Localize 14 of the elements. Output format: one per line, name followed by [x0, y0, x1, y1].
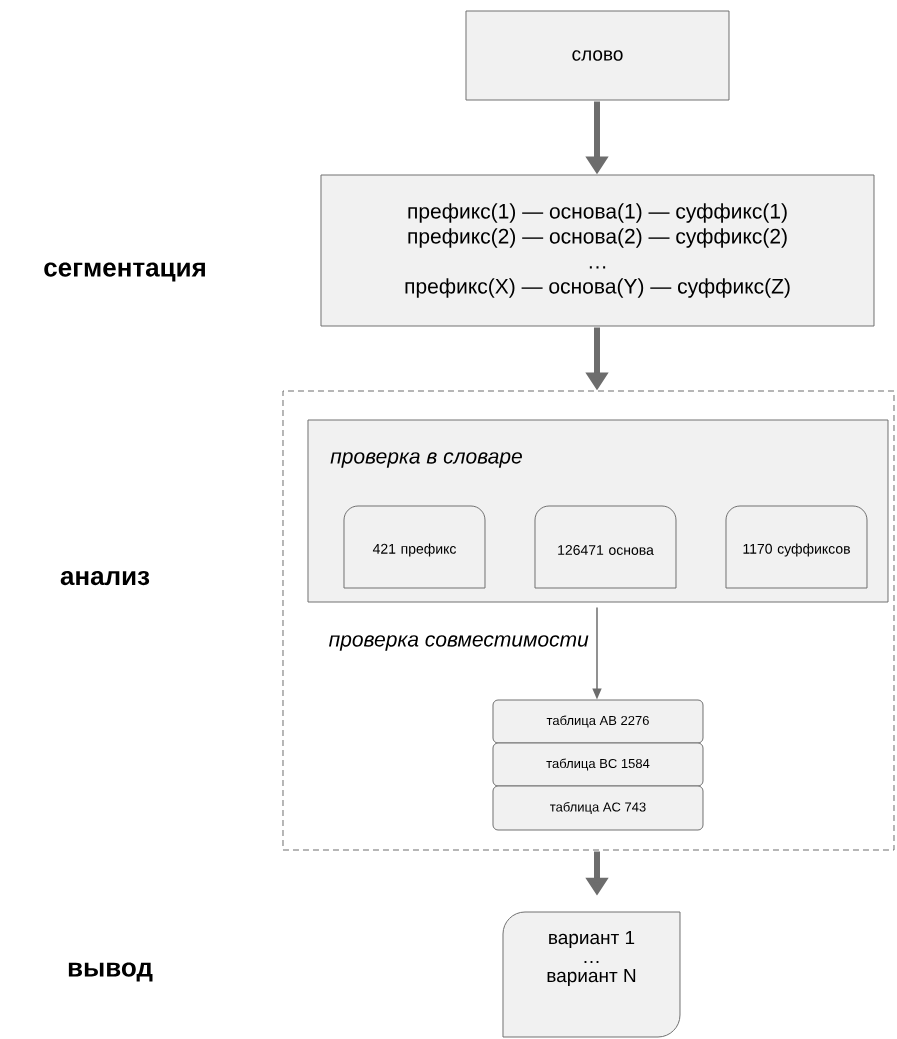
table-box: таблица AC 743 [492, 785, 704, 831]
dictionary-box: 421 префикс [343, 505, 486, 589]
section-label: вывод [68, 962, 153, 982]
section-label: анализ [60, 570, 150, 586]
output-box: вариант 1 … вариант N [502, 911, 681, 1038]
section-label: сегментация [44, 262, 205, 282]
process-box: префикс(1) — основа(1) — суффикс(1) префикс(2) — основа(2) — суффикс(2) … префикс(X) — основа(Y) — суффикс(Z) [320, 174, 875, 327]
dictionary-box: 126471 основа [534, 505, 677, 589]
process-box: слово [465, 10, 730, 101]
dashed-group-box [282, 390, 895, 851]
table-box: таблица AB 2276 [492, 699, 704, 744]
edge-label: проверка совместимости [327, 634, 590, 652]
dictionary-box: 1170 суффиксов [725, 505, 868, 589]
table-box: таблица BC 1584 [492, 742, 704, 787]
